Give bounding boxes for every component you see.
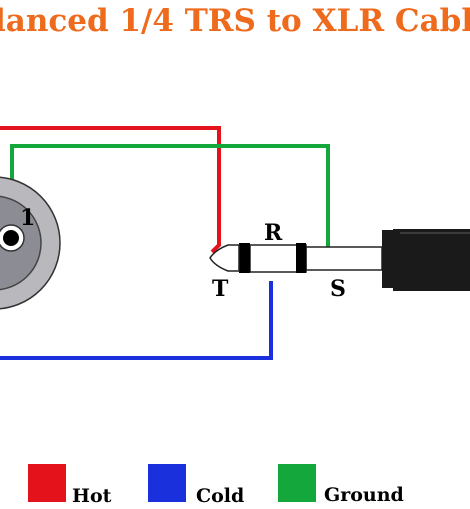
trs-handle (393, 229, 470, 291)
legend-swatch-cold (148, 464, 186, 502)
legend-label-hot: Hot (72, 485, 112, 507)
legend-swatch-hot (28, 464, 66, 502)
trs-label-sleeve: S (330, 276, 346, 302)
cold-wire (0, 281, 273, 360)
xlr-pin1-hole (3, 230, 19, 246)
legend-label-ground: Ground (324, 484, 404, 506)
diagram-title: lanced 1/4 TRS to XLR Cable (0, 3, 470, 39)
trs-insulator-tip (239, 243, 250, 273)
trs-collar (382, 230, 393, 288)
trs-plug-icon: T R S (209, 220, 470, 302)
trs-label-ring: R (264, 220, 283, 246)
legend-swatch-ground (278, 464, 316, 502)
legend-label-cold: Cold (196, 485, 244, 507)
hot-wire (0, 126, 221, 254)
xlr-connector-icon: 1 (0, 176, 61, 310)
trs-insulator-ring (296, 243, 306, 273)
trs-tip (209, 244, 240, 272)
xlr-pin1-label: 1 (20, 205, 35, 231)
trs-label-tip: T (212, 276, 229, 302)
legend: Hot Cold Ground (28, 464, 404, 507)
trs-sleeve (305, 246, 383, 271)
